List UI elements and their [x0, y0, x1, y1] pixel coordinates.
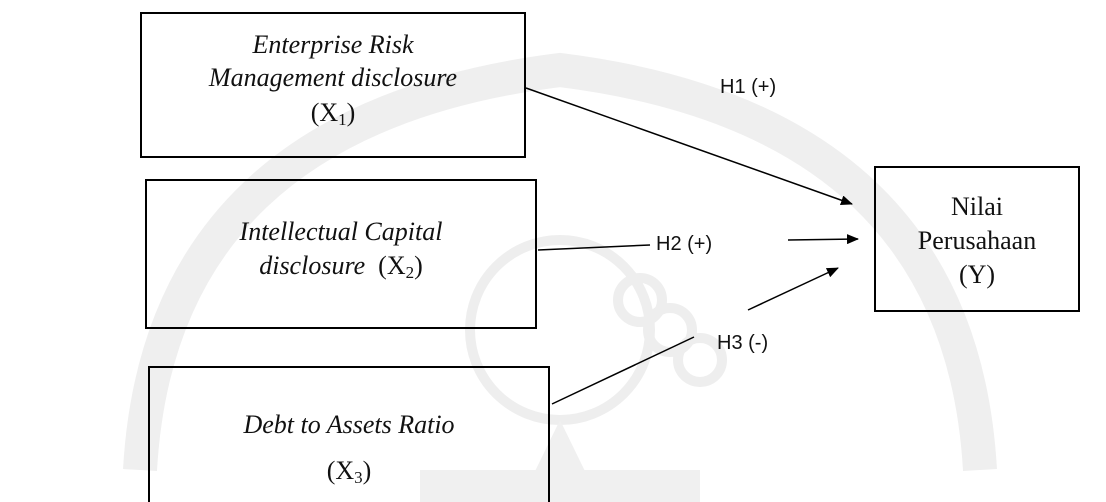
node-y-variable: (Y) — [958, 260, 996, 289]
arrow-h1 — [525, 87, 853, 206]
var-x2: X — [386, 251, 406, 280]
line-h2-left — [537, 244, 651, 251]
hypothesis-h1-label: H1 (+) — [720, 76, 777, 98]
arrow-h2 — [787, 234, 859, 245]
node-x3-label-line1: Debt to Assets Ratio — [243, 410, 455, 439]
node-x2-label-line2-row: disclosure (X2) — [259, 251, 423, 282]
var-x1: X — [319, 98, 339, 127]
node-y-label-line1: Nilai — [951, 192, 1003, 221]
hypothesis-h2-label: H2 (+) — [656, 233, 713, 255]
subscript-x2: 2 — [405, 263, 415, 282]
arrow-h3 — [747, 267, 839, 311]
node-x1-label-line1: Enterprise Risk — [252, 30, 414, 59]
node-y-label-line2: Perusahaan — [917, 226, 1037, 255]
node-x2-ic-disclosure: Intellectual Capital disclosure (X2) — [145, 179, 537, 329]
node-x2-label-line2: disclosure — [259, 251, 366, 280]
node-x1-erm-disclosure: Enterprise Risk Management disclosure (X… — [140, 12, 526, 158]
subscript-x1: 1 — [338, 110, 347, 129]
subscript-x3: 3 — [354, 468, 363, 487]
node-x1-label-line2: Management disclosure — [208, 63, 458, 92]
node-y-nilai-perusahaan: Nilai Perusahaan (Y) — [874, 166, 1080, 312]
node-x3-debt-to-assets: Debt to Assets Ratio (X3) — [148, 366, 550, 502]
line-h3-left — [551, 336, 695, 405]
hypothesis-h3-label: H3 (-) — [717, 332, 769, 354]
node-x3-variable: (X3) — [326, 456, 372, 487]
var-x3: X — [335, 456, 355, 485]
node-x2-label-line1: Intellectual Capital — [239, 217, 443, 246]
node-x1-variable: (X1) — [310, 98, 356, 129]
